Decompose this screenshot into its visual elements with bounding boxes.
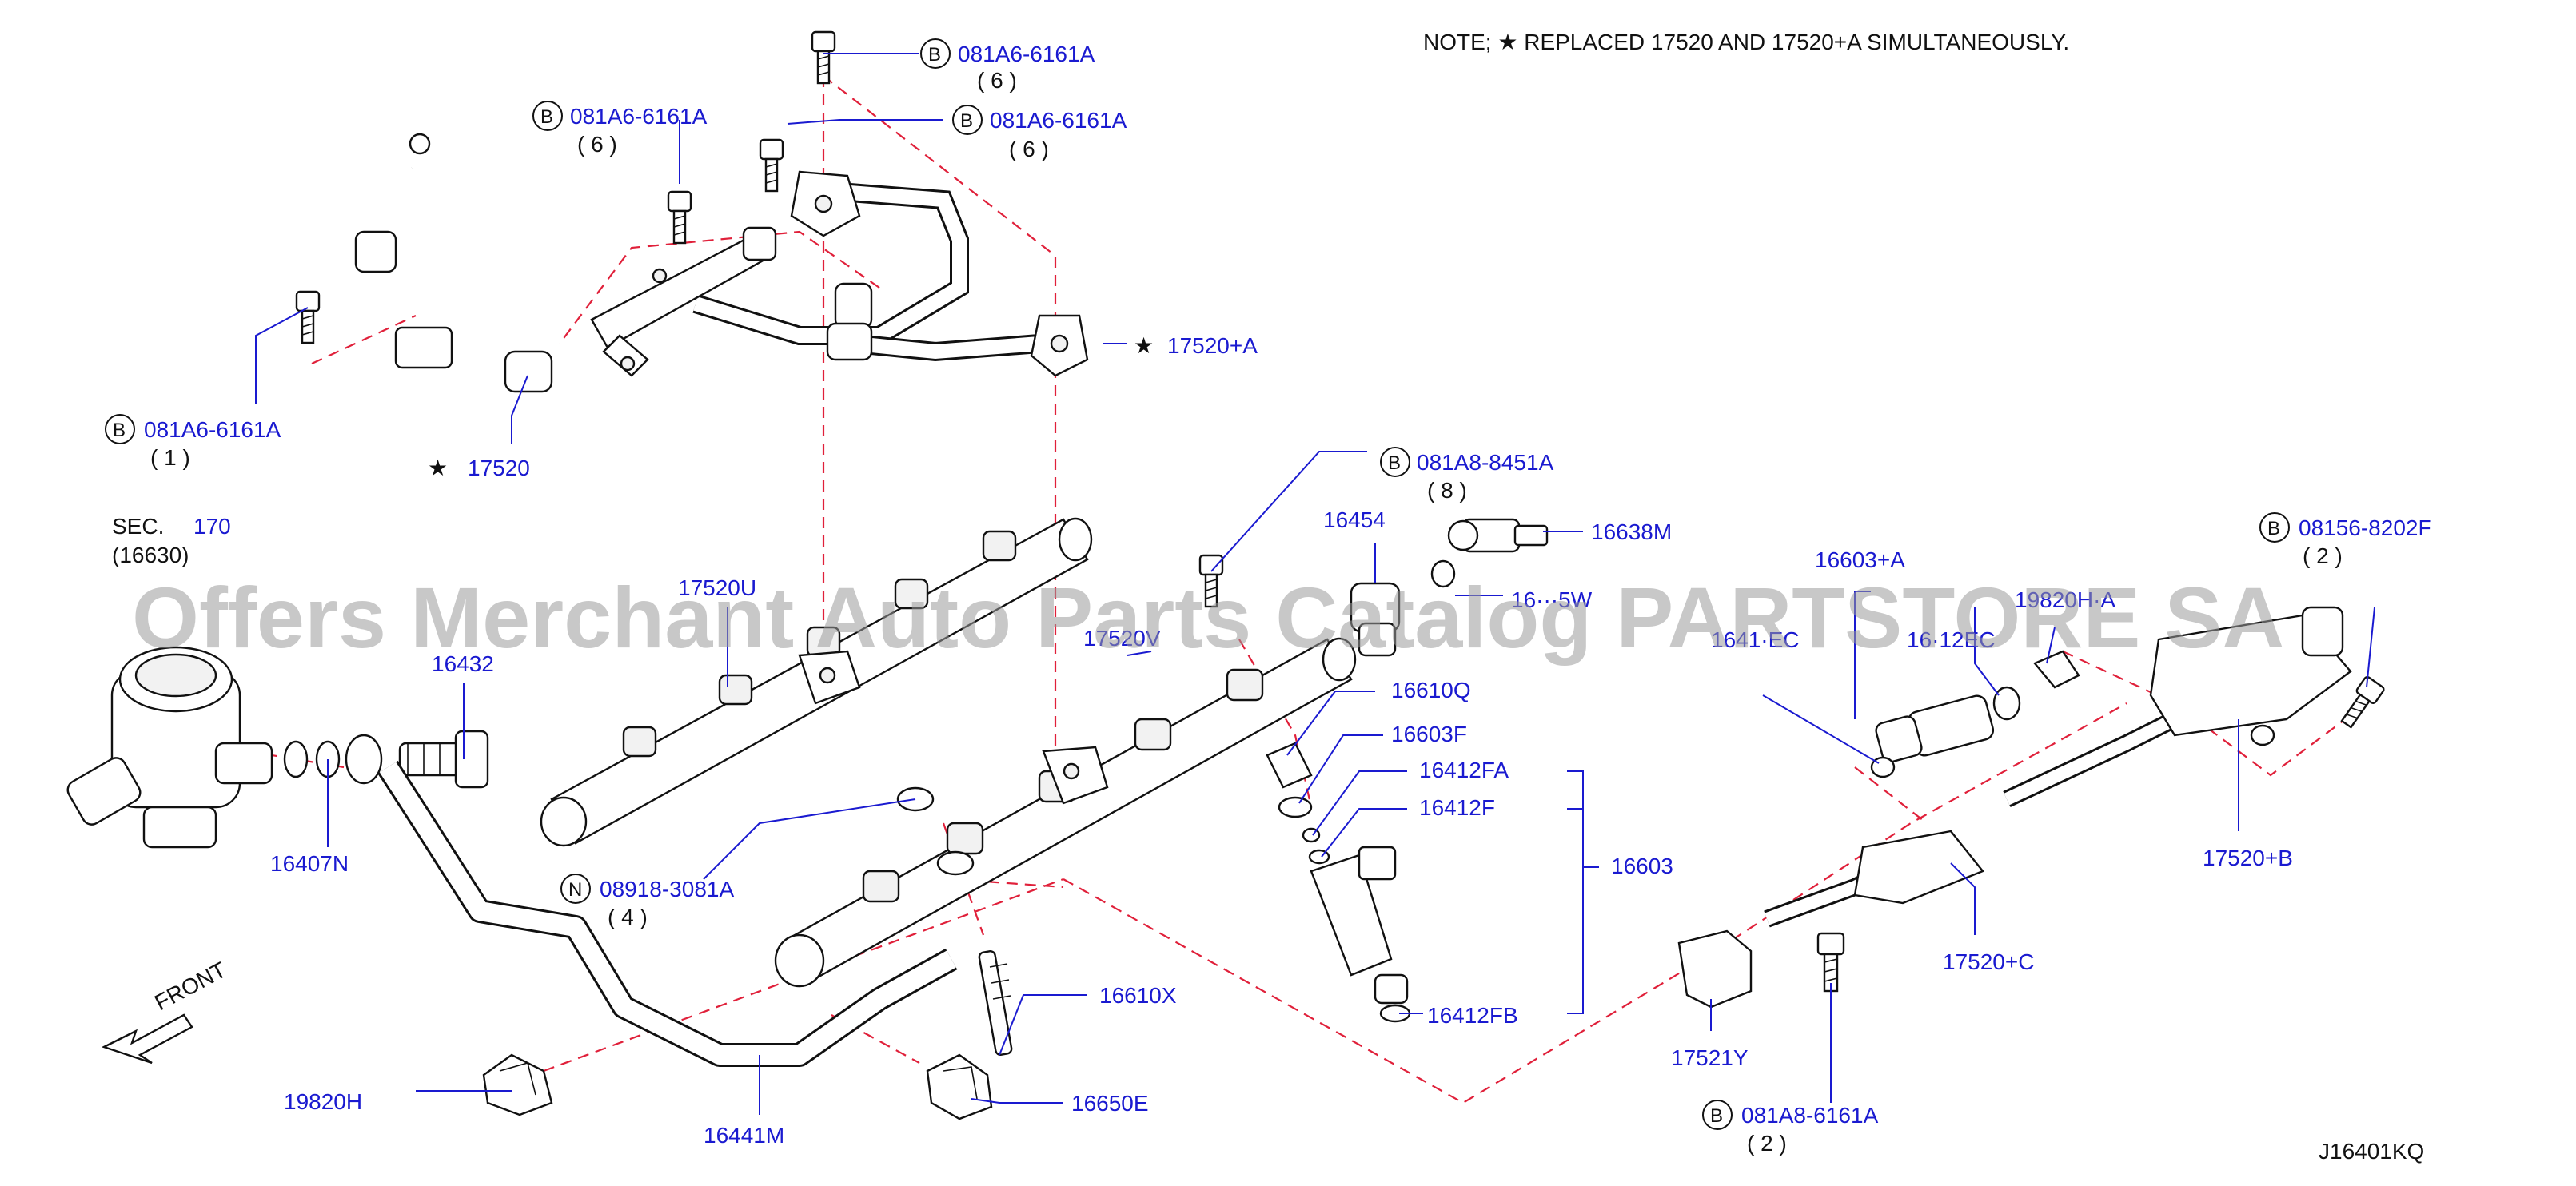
svg-text:B: B — [1388, 452, 1401, 474]
part-label-16454: 16454 — [1323, 507, 1386, 532]
watermark: Offers Merchant Auto Parts Catalog PARTS… — [132, 569, 2284, 666]
part-label-1663x: 16···5W — [1511, 587, 1593, 612]
collar-callout: N 08918-3081A ( 4 ) — [560, 874, 734, 929]
bolt-callout-right: B 081A6-6161A ( 6 ) — [952, 105, 1127, 161]
fuel-tube-17520 — [354, 133, 553, 404]
part-label-17520-a: 17520+A — [1167, 333, 1258, 358]
collar-08918 — [896, 786, 975, 876]
bolt-callout-rail: B 081A8-8451A ( 8 ) — [1380, 447, 1554, 503]
star-icon: ★ — [1134, 333, 1154, 358]
protector-17521y — [1677, 929, 1753, 1009]
svg-text:B: B — [960, 110, 973, 132]
part-label-16412fb: 16412FB — [1427, 1003, 1518, 1028]
part-label-17520-b: 17520+B — [2203, 846, 2293, 870]
part-label-16412ec-left: 1641·EC — [1711, 627, 1800, 652]
svg-text:( 6 ): ( 6 ) — [977, 68, 1017, 93]
part-label-19820h: 19820H — [284, 1089, 362, 1114]
svg-text:N: N — [568, 879, 582, 901]
part-label-16650e: 16650E — [1071, 1091, 1149, 1116]
clip-19820h-a — [2033, 650, 2080, 689]
injector-16603 — [1310, 846, 1411, 1023]
part-label-16638m: 16638M — [1591, 519, 1672, 544]
part-label-16441m: 16441M — [704, 1123, 784, 1148]
part-label-16432: 16432 — [432, 651, 494, 676]
injector-16603-plus-a — [1875, 686, 2021, 763]
pin-16610x — [978, 950, 1013, 1056]
part-label-16603-a: 16603+A — [1815, 547, 1905, 572]
pressure-sensor-16638m — [1447, 518, 1549, 553]
bolt-callout-far-left: B 081A6-6161A ( 1 ) — [105, 414, 281, 470]
svg-text:( 2 ): ( 2 ) — [2303, 543, 2343, 568]
svg-text:( 2 ): ( 2 ) — [1747, 1131, 1787, 1156]
bolt-callout-upper-right: B 08156-8202F ( 2 ) — [2259, 512, 2432, 568]
svg-text:081A8-6161A: 081A8-6161A — [1741, 1103, 1879, 1128]
svg-text:B: B — [113, 420, 126, 441]
fuel-rail-17520u — [540, 517, 1093, 847]
diagram-id: J16401KQ — [2319, 1139, 2424, 1164]
union-bolt-16432 — [398, 730, 489, 789]
svg-text:08156-8202F: 08156-8202F — [2299, 515, 2432, 540]
fuel-tube-17520-plus-c — [1764, 830, 1984, 928]
part-label-17520: 17520 — [468, 456, 530, 480]
fuel-rail-17520v — [774, 637, 1357, 988]
part-label-17521y: 17521Y — [1671, 1045, 1749, 1070]
part-label-17520v: 17520V — [1083, 626, 1161, 651]
svg-text:081A6-6161A: 081A6-6161A — [144, 417, 281, 442]
fuel-tube-17520-plus-a — [692, 170, 1089, 377]
bolt-callout-left: B 081A6-6161A ( 6 ) — [532, 101, 708, 157]
svg-text:B: B — [2267, 518, 2280, 539]
svg-text:B: B — [1710, 1105, 1723, 1127]
svg-text:( 1 ): ( 1 ) — [150, 445, 190, 470]
bolts-graphics — [295, 30, 2385, 993]
svg-text:081A8-8451A: 081A8-8451A — [1417, 450, 1554, 475]
clip-16610q — [1266, 742, 1313, 789]
bolt-callout-bottom: B 081A8-6161A ( 2 ) — [1702, 1100, 1879, 1156]
leader-lines — [255, 53, 2375, 1115]
front-label: FRONT — [150, 957, 230, 1016]
fuel-hose-16441m — [377, 760, 958, 1067]
svg-text:B: B — [928, 44, 941, 66]
star-icon: ★ — [428, 456, 448, 480]
part-label-16603: 16603 — [1611, 854, 1673, 878]
part-label-16610x: 16610X — [1099, 983, 1177, 1008]
svg-text:B: B — [540, 106, 553, 128]
section-sub: (16630) — [112, 543, 189, 567]
o-ring-16603f — [1278, 796, 1313, 818]
svg-text:081A6-6161A: 081A6-6161A — [570, 104, 708, 129]
seals-16412fa-16412f — [1302, 827, 1330, 865]
clip-16650e — [926, 1053, 993, 1120]
replacement-note: NOTE; ★ REPLACED 17520 AND 17520+A SIMUL… — [1423, 30, 2069, 54]
part-label-17520u: 17520U — [678, 575, 756, 600]
section-label: SEC. — [112, 514, 164, 539]
svg-text:081A6-6161A: 081A6-6161A — [990, 108, 1127, 133]
part-label-19820h-a: 19820H·A — [2015, 587, 2115, 612]
fuel-tube-17520-plus-b — [2003, 606, 2352, 807]
seal-1663x — [1430, 559, 1456, 588]
part-label-16412ec-right: 16·12EC — [1907, 627, 1996, 652]
part-label-17520-c: 17520+C — [1943, 949, 2034, 974]
seal-washers-16407n — [283, 734, 383, 785]
svg-text:( 6 ): ( 6 ) — [1009, 137, 1049, 161]
high-pressure-pump — [66, 646, 273, 849]
part-label-16610q: 16610Q — [1391, 678, 1471, 702]
svg-text:081A6-6161A: 081A6-6161A — [958, 42, 1095, 66]
bolt-callout-top: B 081A6-6161A ( 6 ) — [920, 38, 1095, 93]
part-label-16407n: 16407N — [270, 851, 349, 876]
clip-19820h — [482, 1053, 553, 1116]
svg-text:( 8 ): ( 8 ) — [1427, 478, 1467, 503]
part-label-16603f: 16603F — [1391, 722, 1467, 746]
upper-fuel-rail — [590, 226, 777, 377]
section-number: 170 — [193, 514, 231, 539]
svg-text:08918-3081A: 08918-3081A — [600, 877, 734, 901]
svg-text:( 6 ): ( 6 ) — [577, 132, 617, 157]
svg-text:( 4 ): ( 4 ) — [608, 905, 648, 929]
front-arrow-icon — [101, 1013, 193, 1065]
part-label-16412f: 16412F — [1419, 795, 1495, 820]
part-label-16412fa: 16412FA — [1419, 758, 1509, 782]
